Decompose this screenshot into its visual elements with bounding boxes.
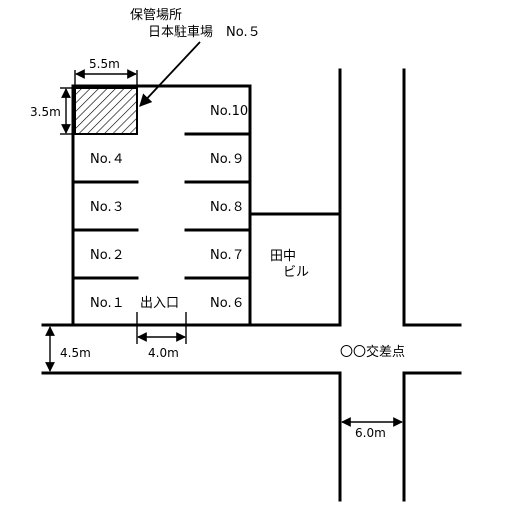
space-label-3: No.３: [90, 200, 125, 215]
building-name-line2: ビル: [283, 265, 309, 280]
dim-sideroad-label: 6.0m: [355, 426, 386, 440]
space-label-8: No.８: [210, 200, 245, 215]
intersection-label: 〇〇交差点: [340, 344, 405, 360]
space-label-4: No.４: [90, 152, 125, 167]
building-name-line1: 田中: [270, 249, 296, 264]
space-label-9: No.９: [210, 152, 245, 167]
storage-lot-name: 日本駐車場 No.５: [148, 25, 261, 40]
space-label-1: No.１: [90, 296, 125, 311]
storage-callout-arrow: [139, 41, 201, 107]
space-label-6: No.６: [210, 296, 245, 311]
dim-width-label: 5.5m: [89, 57, 120, 71]
parking-lot-wall-left: [71, 84, 252, 327]
entrance-label: 出入口: [140, 296, 179, 311]
space-label-7: No.７: [210, 248, 245, 263]
space-label-2: No.２: [90, 248, 125, 263]
dim-entrance-label: 4.0m: [148, 346, 179, 360]
dim-height-label: 3.5m: [30, 105, 61, 119]
storage-space-hatched: [74, 87, 138, 135]
space-label-10: No.10: [210, 104, 248, 119]
storage-title: 保管場所: [130, 8, 182, 23]
dim-road-label: 4.5m: [60, 346, 91, 360]
